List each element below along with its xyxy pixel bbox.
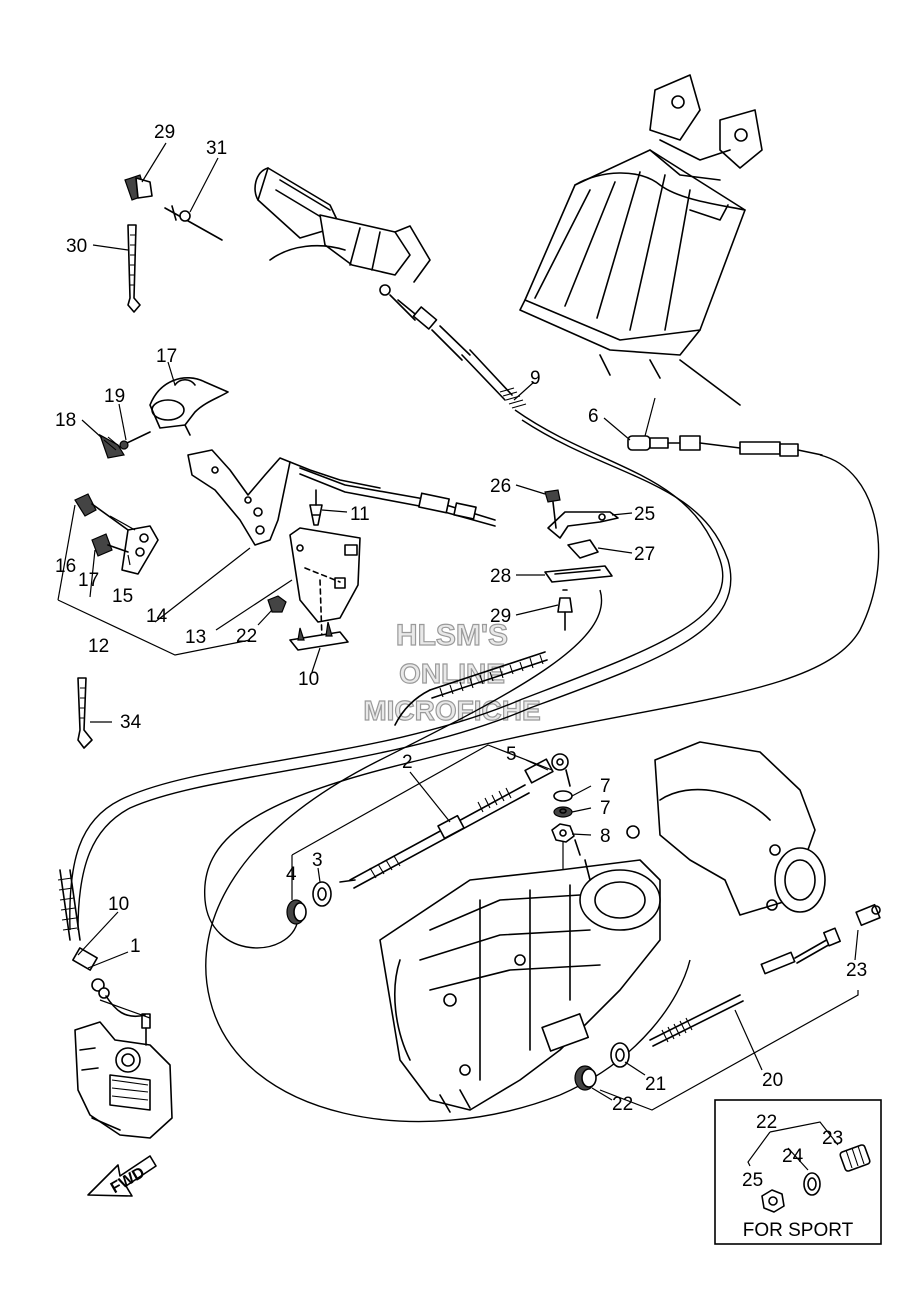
washer-7-lower: [553, 806, 573, 818]
part-12-pin: [309, 489, 323, 526]
handlebar-grip: [254, 167, 471, 361]
inset-callout-25: 25: [742, 1170, 763, 1191]
leader-lines: [57, 142, 859, 1111]
callout-18: 22: [236, 626, 257, 647]
callout-13: 12: [88, 636, 109, 657]
callout-15: 14: [146, 606, 168, 627]
throttle-cable-spring: [461, 349, 527, 409]
plate-29: [544, 565, 613, 583]
shift-cable-spring: [394, 651, 548, 726]
callout-17-left: 16: [55, 556, 76, 577]
jet-pump-housing: [626, 741, 826, 916]
steering-cable: [203, 454, 880, 949]
plate-10: [289, 621, 349, 651]
callout-32: 30: [66, 236, 87, 257]
inset-part-23: [839, 1144, 871, 1172]
inset-callout-22: 22: [756, 1112, 777, 1133]
callout-30: 29: [490, 606, 511, 627]
nut-18: [267, 595, 287, 613]
steering-cable-end: [627, 435, 823, 457]
bracket-15: [187, 449, 381, 546]
connector-5: [524, 753, 571, 787]
inset-part-24: [803, 1172, 821, 1196]
watermark-line-1: HLSM'S: [396, 619, 508, 652]
joint-25: [855, 903, 881, 927]
bracket-14: [289, 527, 361, 641]
watermark-line-2: ONLINE: [399, 658, 505, 689]
steering-rod-22: [649, 927, 841, 1047]
washer-23: [610, 1042, 630, 1068]
fwd-arrow: FWD: [87, 1155, 157, 1197]
nut-24: [574, 1065, 597, 1091]
callout-6: 6: [588, 406, 599, 427]
for-sport-label: FOR SPORT: [743, 1220, 854, 1241]
callout-2: 2: [402, 752, 413, 773]
throttle-cable-outer: [77, 419, 732, 931]
pin-30: [557, 589, 573, 631]
inset-part-25: [761, 1189, 785, 1213]
callout-24: 22: [612, 1094, 633, 1115]
watermark-line-3: MICROFICHE: [363, 695, 540, 726]
washer-3: [312, 881, 332, 907]
callout-16: 15: [112, 586, 133, 607]
callout-29: 28: [490, 566, 511, 587]
callout-9: 9: [530, 368, 541, 389]
callout-31: 29: [154, 122, 175, 143]
callout-19: 17: [156, 346, 177, 367]
inset-callout-24: 24: [782, 1146, 804, 1167]
callout-34: 34: [120, 712, 142, 733]
callout-5: 5: [506, 744, 517, 765]
callout-17-right: 17: [78, 570, 99, 591]
callout-23: 21: [645, 1074, 666, 1095]
bracket-28: [567, 539, 599, 559]
bolt-27: [544, 489, 561, 529]
callout-7-upper: 7: [600, 776, 611, 797]
throttle-lever-assembly: [98, 377, 229, 459]
rivet-33: [164, 205, 223, 241]
callout-10: 10: [298, 669, 319, 690]
for-sport-inset: 22 23 24 25 FOR SPORT: [714, 1099, 882, 1245]
callout-3: 3: [312, 850, 323, 871]
callout-11: 10: [108, 894, 129, 915]
callout-4: 4: [286, 864, 297, 885]
bracket-26: [547, 511, 619, 539]
bolt-17-lower: [91, 533, 129, 557]
callout-27: 26: [490, 476, 511, 497]
callout-labels: 29 31 30 17 19 18 9 6 26 25 27 28 29 11 …: [55, 122, 867, 1115]
callout-33: 31: [206, 138, 227, 159]
callout-7-lower: 7: [600, 798, 611, 819]
callout-21: 19: [104, 386, 125, 407]
steering-column: [519, 74, 763, 406]
shift-cable-loop: [205, 589, 603, 1123]
drive-unit: [379, 839, 661, 1113]
callout-14: 13: [185, 627, 206, 648]
washer-7-upper: [553, 790, 573, 802]
clip-31: [124, 174, 153, 201]
callout-25: 23: [846, 960, 867, 981]
carburetor: [74, 1013, 173, 1139]
callout-20: 18: [55, 410, 76, 431]
shift-cable-2: [339, 784, 530, 889]
throttle-cable-end: [57, 869, 146, 1017]
callout-22: 20: [762, 1070, 783, 1091]
nut-8: [551, 823, 575, 843]
callout-1: 1: [130, 936, 141, 957]
callout-28: 27: [634, 544, 655, 565]
throttle-cable: [69, 409, 724, 931]
callout-8: 8: [600, 826, 611, 847]
bolt-17-upper: [74, 493, 129, 531]
cable-tie-34: [77, 677, 93, 749]
callout-12: 11: [350, 504, 370, 525]
cable-tie-32: [127, 224, 141, 313]
callout-26: 25: [634, 504, 655, 525]
plate-16: [121, 525, 159, 575]
watermark: HLSM'S ONLINE MICROFICHE: [363, 618, 542, 726]
throttle-cable-upper: [299, 467, 496, 527]
nut-4: [286, 899, 307, 925]
